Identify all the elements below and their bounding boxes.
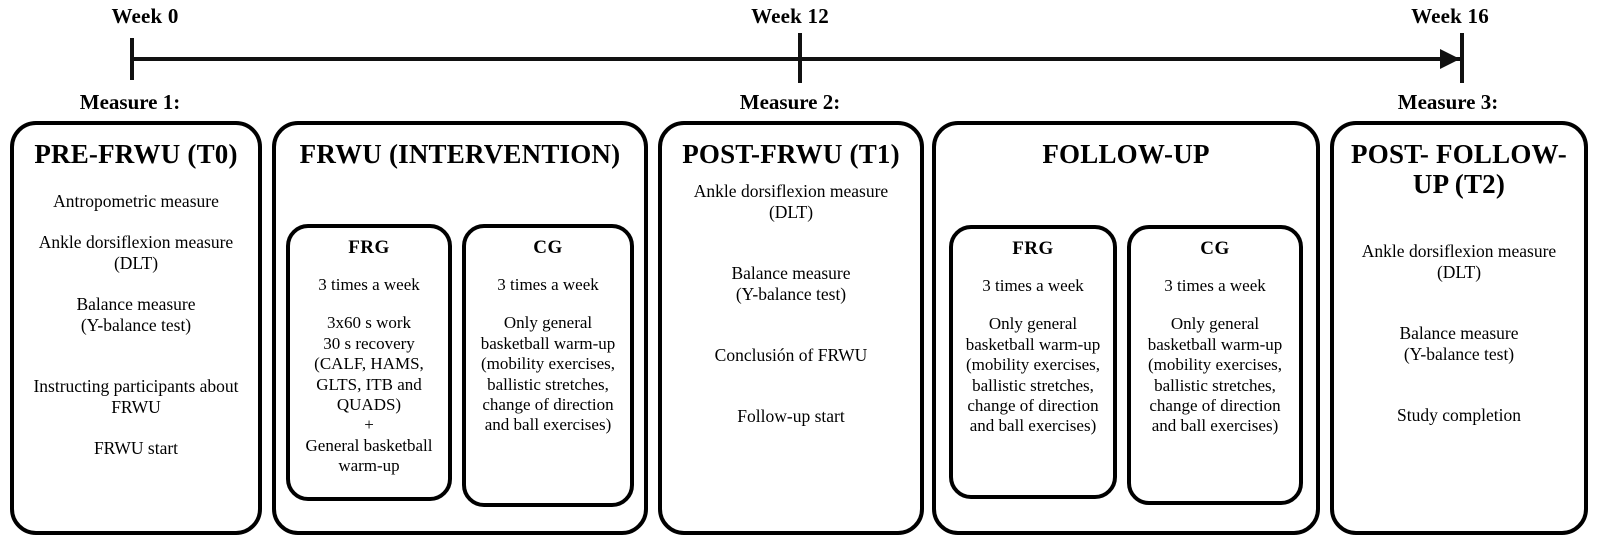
- stage-box-follow-up: FOLLOW-UP FRG 3 times a week Only genera…: [932, 121, 1320, 535]
- group-box-cg-frwu: CG 3 times a week Only general basketbal…: [462, 224, 634, 507]
- stage-item: Balance measure (Y-balance test): [1399, 323, 1519, 365]
- group-title-cg: CG: [1200, 238, 1230, 259]
- timeline-tick-week-16: [1460, 33, 1464, 83]
- group-title-cg: CG: [533, 237, 563, 258]
- measure-label-2: Measure 2:: [739, 90, 841, 114]
- stage-item: Instructing participants about FRWU: [33, 376, 239, 418]
- group-item: 3 times a week: [1164, 276, 1266, 295]
- stage-title-post-follow-up: POST- FOLLOW-UP (T2): [1351, 139, 1567, 200]
- stage-body-post-frwu: Ankle dorsiflexion measure (DLT) Balance…: [662, 181, 920, 427]
- measure-label-3: Measure 3:: [1397, 90, 1499, 114]
- stage-box-pre-frwu: PRE-FRWU (T0) Antropometric measure Ankl…: [10, 121, 262, 535]
- stage-item: Balance measure (Y-balance test): [731, 263, 851, 305]
- group-row-frwu: FRG 3 times a week 3x60 s work 30 s reco…: [276, 224, 644, 507]
- timeline-tick-week-12: [798, 33, 802, 83]
- group-title-frg: FRG: [1012, 238, 1054, 259]
- group-box-cg-follow-up: CG 3 times a week Only general basketbal…: [1127, 225, 1303, 505]
- group-title-frg: FRG: [348, 237, 390, 258]
- group-row-follow-up: FRG 3 times a week Only general basketba…: [936, 225, 1316, 505]
- measure-label-1: Measure 1:: [79, 90, 181, 114]
- timeline-axis-line: [132, 57, 1462, 61]
- stage-body-post-follow-up: Ankle dorsiflexion measure (DLT) Balance…: [1334, 241, 1584, 426]
- timeline-tick-week-0: [130, 38, 134, 80]
- stage-box-frwu-intervention: FRWU (INTERVENTION) FRG 3 times a week 3…: [272, 121, 648, 535]
- group-item: Only general basketball warm-up (mobilit…: [1147, 314, 1283, 436]
- group-item: 3 times a week: [982, 276, 1084, 295]
- stage-body-pre-frwu: Antropometric measure Ankle dorsiflexion…: [14, 191, 258, 459]
- stage-item: Study completion: [1397, 405, 1521, 426]
- group-body-cg-follow-up: 3 times a week Only general basketball w…: [1131, 276, 1299, 437]
- group-body-frg-follow-up: 3 times a week Only general basketball w…: [953, 276, 1113, 437]
- stage-item: Ankle dorsiflexion measure (DLT): [1361, 241, 1557, 283]
- group-item: Only general basketball warm-up (mobilit…: [965, 314, 1101, 436]
- stage-title-pre-frwu: PRE-FRWU (T0): [34, 139, 238, 169]
- stage-title-frwu: FRWU (INTERVENTION): [299, 139, 621, 169]
- group-body-cg-frwu: 3 times a week Only general basketball w…: [466, 275, 630, 436]
- timeline-label-week-16: Week 16: [1411, 4, 1489, 28]
- group-item: 3 times a week: [497, 275, 599, 294]
- timeline-label-week-12: Week 12: [751, 4, 829, 28]
- stage-title-post-frwu: POST-FRWU (T1): [682, 139, 900, 169]
- stage-box-post-frwu: POST-FRWU (T1) Ankle dorsiflexion measur…: [658, 121, 924, 535]
- stage-item: Follow-up start: [737, 406, 845, 427]
- stage-item: Balance measure (Y-balance test): [76, 294, 196, 336]
- group-body-frg-frwu: 3 times a week 3x60 s work 30 s recovery…: [290, 275, 448, 477]
- stage-item: Conclusión of FRWU: [714, 345, 868, 366]
- stage-item: FRWU start: [93, 438, 179, 459]
- group-item: 3 times a week: [318, 275, 420, 294]
- right-arrow-icon: [1440, 49, 1460, 69]
- group-box-frg-frwu: FRG 3 times a week 3x60 s work 30 s reco…: [286, 224, 452, 501]
- stage-title-follow-up: FOLLOW-UP: [1042, 139, 1210, 169]
- stage-item: Ankle dorsiflexion measure (DLT): [38, 232, 234, 274]
- stage-box-post-follow-up: POST- FOLLOW-UP (T2) Ankle dorsiflexion …: [1330, 121, 1588, 535]
- group-item: 3x60 s work 30 s recovery (CALF, HAMS, G…: [305, 313, 433, 476]
- group-item: Only general basketball warm-up (mobilit…: [480, 313, 616, 435]
- stage-item: Antropometric measure: [53, 191, 219, 212]
- timeline-label-week-0: Week 0: [111, 4, 179, 28]
- stage-item: Ankle dorsiflexion measure (DLT): [693, 181, 889, 223]
- group-box-frg-follow-up: FRG 3 times a week Only general basketba…: [949, 225, 1117, 499]
